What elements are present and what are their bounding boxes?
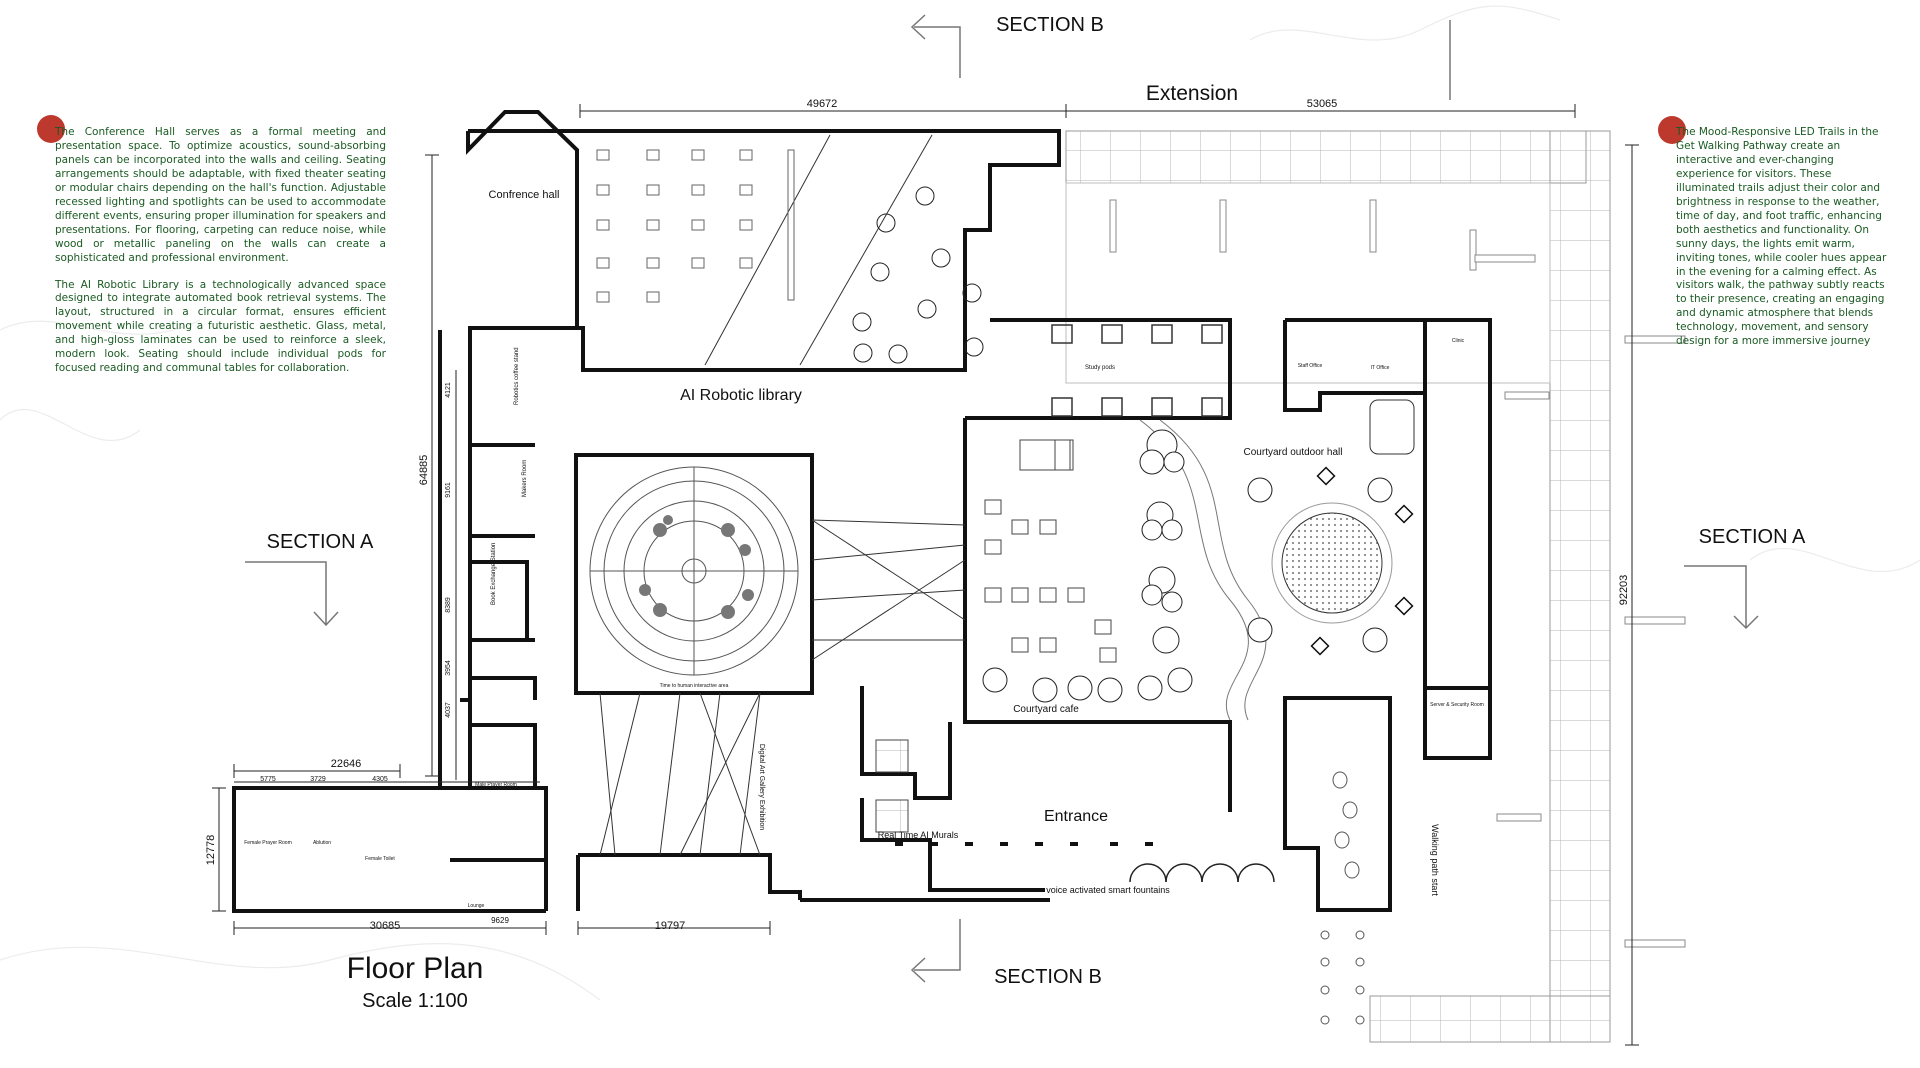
dim-4121: 4121 bbox=[445, 382, 452, 398]
plan-scale: Scale 1:100 bbox=[362, 990, 468, 1012]
makers-room-label: Makers Room bbox=[522, 460, 528, 497]
walking-path-label: Walking path start bbox=[1430, 824, 1440, 896]
server-room-label: Server & Security Room bbox=[1430, 702, 1484, 708]
dim-5775: 5775 bbox=[260, 776, 276, 783]
dimension-text: 49672 53065 64885 92203 22646 12778 3068… bbox=[205, 98, 1630, 932]
room-labels: Extension Confrence hall AI Robotic libr… bbox=[244, 82, 1484, 909]
section-a-right-label: SECTION A bbox=[1699, 526, 1806, 548]
female-prayer-label: Female Prayer Room bbox=[244, 840, 292, 846]
dim-right-vertical: 92203 bbox=[1618, 575, 1630, 606]
dim-8389: 8389 bbox=[445, 597, 452, 613]
walking-path bbox=[1320, 771, 1365, 1025]
dim-wing-bottom: 30685 bbox=[370, 920, 401, 932]
building-walls bbox=[232, 110, 1492, 913]
section-a-right-arrow bbox=[1684, 565, 1759, 630]
male-prayer-label: Male Prayer Room bbox=[475, 782, 517, 788]
interior-lines bbox=[599, 134, 1321, 856]
ablution-label: Ablution bbox=[313, 840, 331, 846]
section-b-top-arrow bbox=[910, 14, 961, 78]
dim-left-vertical: 64885 bbox=[418, 455, 430, 486]
dim-4305: 4305 bbox=[372, 776, 388, 783]
dim-top-right: 53065 bbox=[1307, 98, 1338, 110]
section-b-top-label: SECTION B bbox=[996, 14, 1104, 36]
dim-3729: 3729 bbox=[310, 776, 326, 783]
dimension-lines bbox=[212, 104, 1639, 1046]
extension-label: Extension bbox=[1146, 82, 1238, 105]
library-furniture bbox=[596, 149, 984, 364]
section-b-bottom-arrow bbox=[910, 919, 961, 983]
smart-fountains bbox=[895, 842, 1275, 883]
ai-library-label: AI Robotic library bbox=[680, 387, 802, 404]
dim-wing-top: 22646 bbox=[331, 758, 362, 770]
clinic-label: Clinic bbox=[1452, 338, 1465, 344]
section-a-left-arrow bbox=[245, 561, 339, 627]
real-time-murals-label: Real Time AI Murals bbox=[878, 830, 959, 840]
background-map bbox=[0, 5, 1920, 1001]
digital-gallery-label: Digital Art Gallery Exhibition bbox=[758, 744, 765, 830]
plan-title: Floor Plan bbox=[346, 952, 484, 985]
fountains-label: voice activated smart fountains bbox=[1046, 885, 1170, 895]
dim-wing-bottom-sub: 9629 bbox=[491, 916, 509, 925]
led-trails-note: The Mood-Responsive LED Trails in the Ge… bbox=[1676, 126, 1887, 348]
staff-office-label: Staff Office bbox=[1298, 363, 1323, 369]
section-labels: SECTION B SECTION B SECTION A SECTION A bbox=[267, 14, 1806, 988]
courtyard-outdoor-hall bbox=[1271, 399, 1415, 656]
dim-4037: 4037 bbox=[445, 702, 452, 718]
dim-3954: 3954 bbox=[445, 660, 452, 676]
it-office-label: IT Office bbox=[1371, 365, 1390, 371]
section-b-bottom-label: SECTION B bbox=[994, 966, 1102, 988]
cafe-furniture bbox=[984, 419, 1267, 721]
extension-walkway bbox=[1065, 130, 1686, 1043]
conference-hall-label: Confrence hall bbox=[489, 189, 560, 201]
library-circular-atrium bbox=[589, 466, 799, 676]
annotation-marker-right bbox=[1658, 116, 1686, 144]
time-to-human-label: Time to human interactive area bbox=[660, 683, 729, 689]
entrance-label: Entrance bbox=[1044, 808, 1108, 825]
dim-entrance-bottom: 19797 bbox=[655, 920, 686, 932]
study-pods bbox=[1051, 324, 1223, 417]
section-markers bbox=[245, 14, 1759, 983]
design-notes-right: The Mood-Responsive LED Trails in the Ge… bbox=[1676, 126, 1888, 362]
robotic-coffee-label: Robotics coffee stand bbox=[514, 347, 520, 405]
lounge-label: Lounge bbox=[468, 903, 485, 909]
section-a-left-label: SECTION A bbox=[267, 531, 374, 553]
dim-wing-left: 12778 bbox=[205, 835, 217, 866]
female-toilet-label: Female Toilet bbox=[365, 856, 395, 862]
ai-library-note: The AI Robotic Library is a technologica… bbox=[55, 278, 386, 375]
book-exchange-label: Book Exchange Station bbox=[491, 543, 497, 605]
courtyard-hall-label: Courtyard outdoor hall bbox=[1244, 447, 1343, 458]
design-notes-left: The Conference Hall serves as a formal m… bbox=[55, 126, 386, 389]
courtyard-cafe-label: Courtyard cafe bbox=[1013, 704, 1079, 715]
dim-9161: 9161 bbox=[445, 482, 452, 498]
dim-top-left: 49672 bbox=[807, 98, 838, 110]
entrance-stairs bbox=[875, 739, 909, 833]
courtyard-trees bbox=[982, 429, 1393, 703]
annotation-marker-left bbox=[37, 115, 65, 143]
study-pods-label: Study pods bbox=[1085, 365, 1115, 371]
conference-hall-note: The Conference Hall serves as a formal m… bbox=[55, 126, 386, 264]
